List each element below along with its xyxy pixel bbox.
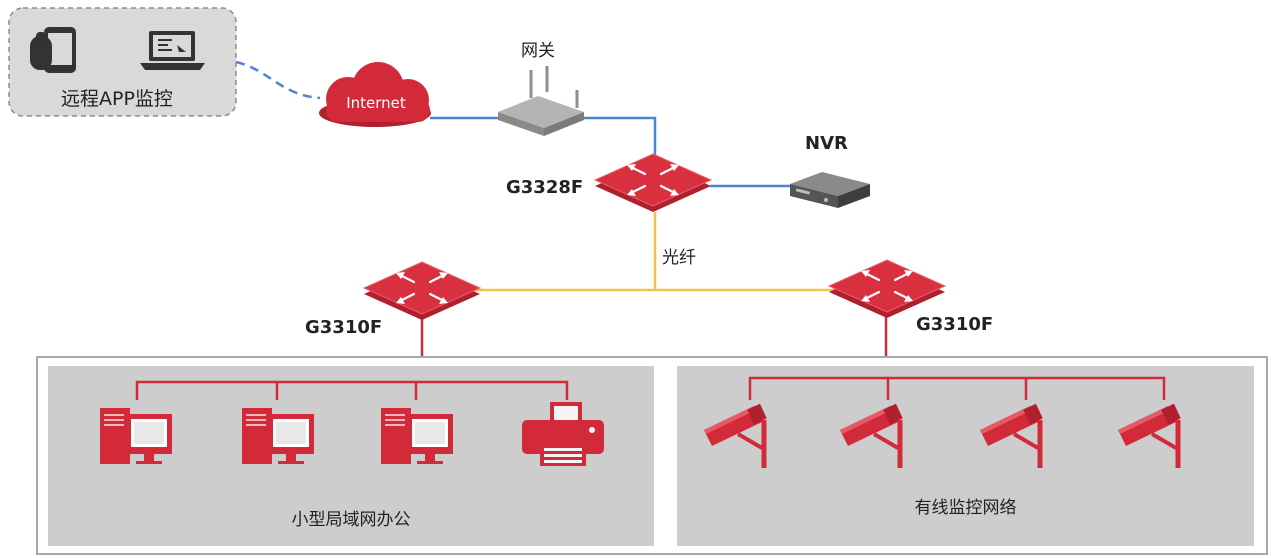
left-access-switch-icon [362,260,482,322]
surveillance-zone-panel [677,366,1254,546]
gateway-label: 网关 [521,41,555,61]
right-access-switch-label: G3310F [916,314,994,335]
gateway-core-link [582,116,657,160]
core-switch-label: G3328F [506,177,584,198]
phone-icon [30,27,76,73]
camera-bus-line [748,376,1166,400]
printer-icon [522,402,604,466]
office-zone-label: 小型局域网办公 [291,510,411,530]
fiber-label: 光纤 [662,248,696,268]
remote-app-label: 远程APP监控 [61,88,173,110]
nvr-label: NVR [805,133,848,154]
surveillance-zone-label: 有线监控网络 [914,498,1017,518]
remote-link-line [235,60,321,100]
internet-label: Internet [346,94,406,112]
nvr-device-icon [790,172,870,208]
laptop-icon [140,31,205,70]
core-switch-icon [593,152,713,214]
left-access-switch-label: G3310F [305,317,383,338]
office-bus-line [135,380,569,400]
right-access-switch-icon [827,258,947,320]
gateway-router [498,66,584,136]
internet-cloud: Internet [319,62,431,127]
